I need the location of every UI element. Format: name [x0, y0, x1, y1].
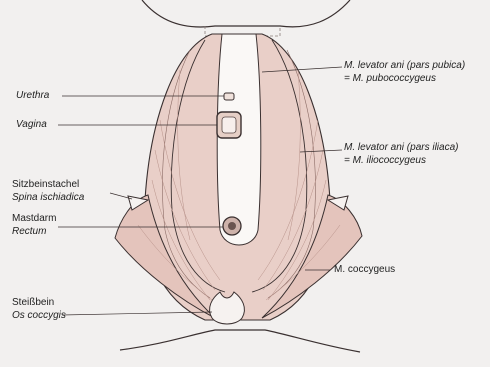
top-body-outline [142, 0, 350, 27]
label-spina-ischiadica: Spina ischiadica [12, 192, 84, 204]
label-pubococcygeus: = M. pubococcygeus [344, 73, 436, 85]
label-mastdarm: Mastdarm [12, 213, 56, 225]
label-urethra: Urethra [16, 90, 49, 102]
rectum-inner [228, 222, 236, 230]
label-sitzbeinstachel: Sitzbeinstachel [12, 179, 79, 191]
label-levator-iliaca: M. levator ani (pars iliaca) [344, 142, 458, 154]
label-rectum: Rectum [12, 226, 46, 238]
urogenital-hiatus [217, 34, 261, 245]
urethra [224, 93, 234, 100]
label-coccygeus: M. coccygeus [334, 264, 395, 276]
bottom-body-outline [120, 330, 360, 352]
label-vagina: Vagina [16, 119, 47, 131]
label-os-coccygis: Os coccygis [12, 310, 66, 322]
label-iliococcygeus: = M. iliococcygeus [344, 155, 426, 167]
label-levator-pubica: M. levator ani (pars pubica) [344, 60, 465, 72]
label-steissbein: Steißbein [12, 297, 54, 309]
vagina-inner [222, 117, 236, 133]
